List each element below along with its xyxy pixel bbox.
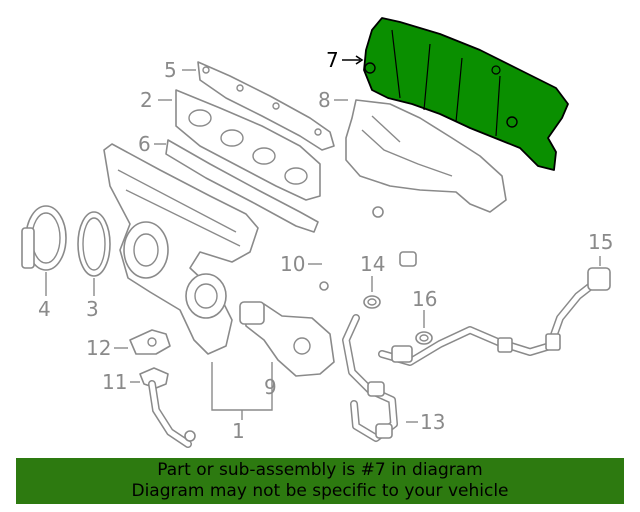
- info-banner: Part or sub-assembly is #7 in diagram Di…: [16, 458, 624, 504]
- part-2-manifold-gasket[interactable]: [175, 89, 321, 201]
- part-12-gasket[interactable]: [129, 329, 171, 355]
- callout-9: 9: [264, 375, 277, 399]
- part-10-oil-line[interactable]: [319, 202, 417, 291]
- banner-line-2: Diagram may not be specific to your vehi…: [131, 481, 509, 501]
- callout-2: 2: [140, 88, 153, 112]
- part-1-turbocharger[interactable]: [103, 143, 259, 355]
- part-4-clamp[interactable]: [21, 205, 67, 271]
- callout-10: 10: [280, 252, 305, 276]
- callout-4: 4: [38, 297, 51, 321]
- callout-12: 12: [86, 336, 111, 360]
- part-9-actuator[interactable]: [239, 301, 335, 377]
- part-3-gasket-ring[interactable]: [77, 211, 111, 277]
- part-14-o-ring[interactable]: [363, 295, 381, 309]
- callout-7: 7: [326, 48, 339, 72]
- callout-15: 15: [588, 230, 613, 254]
- leader-lines: [45, 55, 601, 423]
- part-7-heat-shield[interactable]: [363, 17, 569, 171]
- part-5-gasket[interactable]: [197, 61, 335, 151]
- callout-16: 16: [412, 287, 437, 311]
- part-6-gasket[interactable]: [165, 139, 319, 233]
- part-15-coolant-line[interactable]: [378, 267, 611, 366]
- callout-1: 1: [232, 419, 245, 443]
- callout-5: 5: [164, 58, 177, 82]
- callout-8: 8: [318, 88, 331, 112]
- part-13-coolant-line[interactable]: [342, 314, 398, 442]
- callout-14: 14: [360, 252, 385, 276]
- part-16-o-ring[interactable]: [415, 331, 433, 345]
- part-11-coolant-pipe[interactable]: [139, 367, 196, 448]
- callout-13: 13: [420, 410, 445, 434]
- banner-line-1: Part or sub-assembly is #7 in diagram: [157, 460, 483, 480]
- parts-diagram: 1 2 3 4 5 6 7 8 9 10 11 12 13 14 15 16: [21, 17, 613, 448]
- callout-11: 11: [102, 370, 127, 394]
- part-8-heat-shield[interactable]: [345, 99, 507, 213]
- callout-3: 3: [86, 297, 99, 321]
- callout-6: 6: [138, 132, 151, 156]
